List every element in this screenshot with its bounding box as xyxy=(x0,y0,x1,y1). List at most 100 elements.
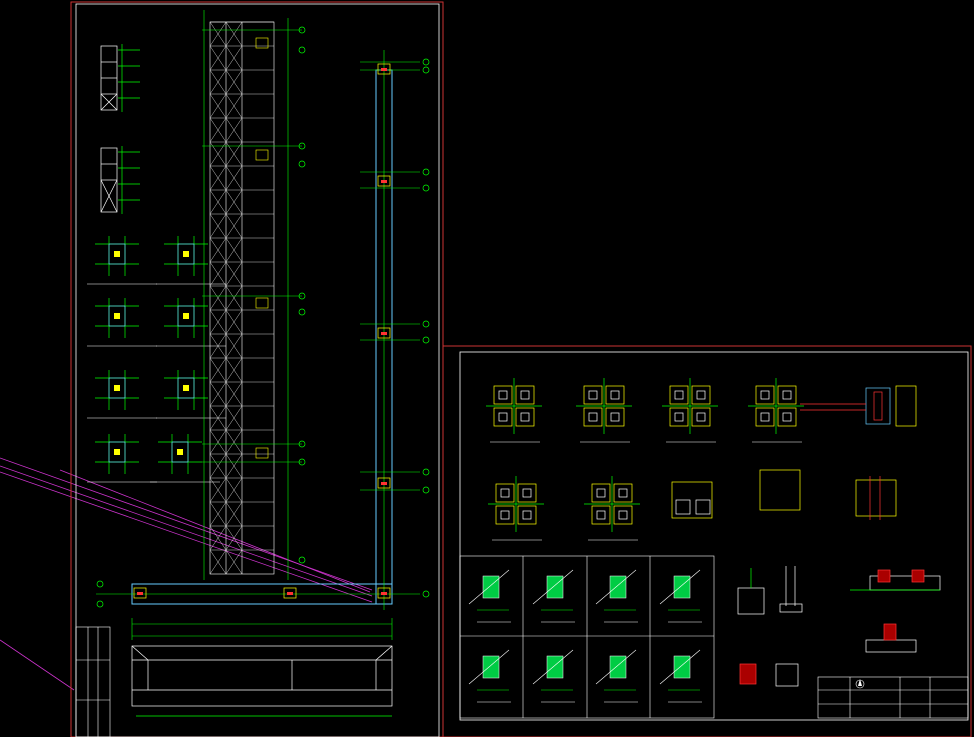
brace-line xyxy=(225,381,243,407)
base-plate xyxy=(583,407,603,427)
bottom-elevation xyxy=(131,645,393,717)
brace-line xyxy=(225,453,243,479)
brace-line xyxy=(225,501,243,527)
section-core xyxy=(114,251,120,257)
plan-columns xyxy=(133,63,391,599)
gusset-plate xyxy=(546,655,564,679)
plate-stiffener xyxy=(610,390,620,400)
brace-line xyxy=(225,117,243,143)
brace-line xyxy=(209,213,227,239)
member-line xyxy=(532,649,574,685)
plate-stiffener xyxy=(498,390,508,400)
base-plate xyxy=(671,481,713,519)
member-line xyxy=(659,569,701,605)
truss-bracing xyxy=(209,21,274,575)
section-box xyxy=(108,377,126,399)
base-plate xyxy=(605,407,625,427)
base-plate xyxy=(691,407,711,427)
base-plate xyxy=(515,385,535,405)
section-box xyxy=(177,305,195,327)
member-line xyxy=(532,569,574,605)
base-plate xyxy=(895,385,917,427)
member-line xyxy=(595,649,637,685)
brace-line xyxy=(225,405,243,431)
left-drawing-sheet[interactable] xyxy=(70,1,444,737)
brace-line xyxy=(209,69,227,95)
member-line xyxy=(468,649,510,685)
brace-line xyxy=(209,189,227,215)
base-plate xyxy=(583,385,603,405)
section-core xyxy=(114,385,120,391)
left-sheet-frame xyxy=(75,3,440,737)
anchor-details xyxy=(737,566,803,687)
member-line xyxy=(468,569,510,605)
brace-line xyxy=(225,93,243,119)
base-plate xyxy=(759,469,801,511)
plate-stiffener xyxy=(760,390,770,400)
member-line xyxy=(595,569,637,605)
brace-line xyxy=(209,309,227,335)
section-core xyxy=(177,449,183,455)
plate-stiffener xyxy=(782,412,792,422)
base-plate xyxy=(591,505,611,525)
brace-line xyxy=(209,261,227,287)
section-core xyxy=(114,313,120,319)
left-sheet-border xyxy=(70,1,444,737)
right-drawing-sheet[interactable] xyxy=(442,345,972,737)
plate-stiffener xyxy=(588,412,598,422)
plate-stiffener xyxy=(520,390,530,400)
base-plate xyxy=(669,407,689,427)
truss-axis-bubbles xyxy=(298,26,306,564)
base-plate xyxy=(755,385,775,405)
plate-stiffener xyxy=(588,390,598,400)
base-plate-blue xyxy=(865,387,891,425)
plate-stiffener xyxy=(675,499,691,515)
base-plate-red xyxy=(873,391,883,421)
brace-line xyxy=(225,261,243,287)
section-box xyxy=(108,441,126,463)
brace-line xyxy=(209,501,227,527)
section-box xyxy=(108,305,126,327)
plan-dimension-lines xyxy=(131,618,393,640)
brace-line xyxy=(209,21,227,47)
member-line xyxy=(659,649,701,685)
plate-stiffener xyxy=(500,488,510,498)
magenta-guide-lines xyxy=(0,457,373,691)
base-plate xyxy=(605,385,625,405)
gusset-plate xyxy=(482,575,500,599)
base-plate-plans xyxy=(486,378,917,541)
section-core xyxy=(183,385,189,391)
plate-stiffener xyxy=(610,412,620,422)
plate-stiffener xyxy=(674,412,684,422)
base-plate xyxy=(591,483,611,503)
brace-line xyxy=(225,45,243,71)
base-plate xyxy=(495,483,515,503)
foundation-sections xyxy=(850,569,941,653)
brace-line xyxy=(209,237,227,263)
base-plate xyxy=(495,505,515,525)
brace-line xyxy=(209,357,227,383)
right-sheet-frame xyxy=(459,351,969,721)
brace-line xyxy=(225,189,243,215)
brace-line xyxy=(225,21,243,47)
plate-stiffener xyxy=(498,412,508,422)
brace-line xyxy=(225,165,243,191)
base-plate xyxy=(517,483,537,503)
brace-line xyxy=(209,453,227,479)
gusset-plate xyxy=(546,575,564,599)
plate-stiffener xyxy=(696,390,706,400)
brace-line xyxy=(209,405,227,431)
brace-line xyxy=(209,117,227,143)
plate-stiffener xyxy=(674,390,684,400)
plate-stiffener xyxy=(500,510,510,520)
brace-line xyxy=(225,237,243,263)
base-plate xyxy=(777,385,797,405)
plate-stiffener xyxy=(596,510,606,520)
base-plate xyxy=(493,385,513,405)
base-plate xyxy=(691,385,711,405)
brace-line xyxy=(225,549,243,575)
brace-line xyxy=(209,477,227,503)
brace-line xyxy=(209,45,227,71)
section-box xyxy=(108,243,126,265)
